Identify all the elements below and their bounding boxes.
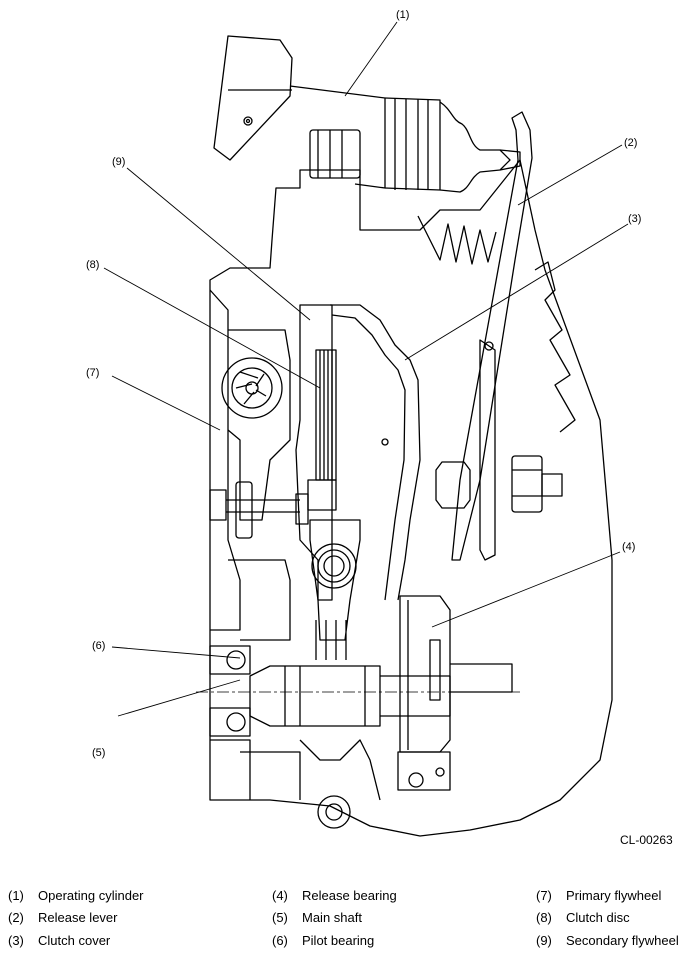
callout-8: (8) [86,259,99,271]
callout-1: (1) [396,9,409,21]
legend-label: Primary flywheel [566,888,662,903]
figure-id: CL-00263 [620,833,673,847]
callout-9: (9) [112,156,125,168]
transmission-housing [209,159,613,837]
legend-num: (6) [272,933,288,948]
lower-flywheel-section [210,739,381,801]
legend-num: (4) [272,888,288,903]
callout-3: (3) [628,213,641,225]
legend-item-release-lever: (2) Release lever [8,910,118,925]
legend-label: Main shaft [302,910,362,925]
legend-label: Clutch cover [38,933,111,948]
legend-label: Release lever [38,910,118,925]
legend-label: Release bearing [302,888,397,903]
legend-item-clutch-cover: (3) Clutch cover [8,933,110,948]
clutch-hub [309,519,361,660]
parts-legend: (1) Operating cylinder (2) Release lever (… [0,884,694,954]
return-spring [417,215,497,265]
legend-label: Clutch disc [566,910,630,925]
pilot-bearing [209,645,251,737]
leader-lines [103,21,629,717]
legend-item-operating-cylinder: (1) Operating cylinder [8,888,144,903]
primary-flywheel [209,289,309,641]
callout-6: (6) [92,640,105,652]
legend-item-primary-flywheel: (7) Primary flywheel [536,888,661,903]
main-shaft [249,663,513,727]
pivot-bolt [435,455,563,513]
callout-2: (2) [624,137,637,149]
operating-cylinder [213,35,521,193]
release-lever [451,111,533,561]
legend-item-secondary-flywheel: (9) Secondary flywheel [536,933,679,948]
legend-num: (2) [8,910,24,925]
callout-4: (4) [622,541,635,553]
legend-num: (8) [536,910,552,925]
legend-item-main-shaft: (5) Main shaft [272,910,362,925]
housing-fins [534,261,576,433]
legend-label: Operating cylinder [38,888,144,903]
legend-num: (9) [536,933,552,948]
legend-label: Secondary flywheel [566,933,679,948]
legend-num: (5) [272,910,288,925]
legend-num: (3) [8,933,24,948]
legend-num: (1) [8,888,24,903]
legend-num: (7) [536,888,552,903]
legend-item-release-bearing: (4) Release bearing [272,888,397,903]
legend-item-pilot-bearing: (6) Pilot bearing [272,933,374,948]
callout-5: (5) [92,747,105,759]
legend-item-clutch-disc: (8) Clutch disc [536,910,630,925]
legend-label: Pilot bearing [302,933,375,948]
callout-7: (7) [86,367,99,379]
clutch-cross-section-diagram: (1) (2) (3) (4) (5) (6) (7) (8) (9) [86,9,641,837]
damper-spring [311,543,357,829]
clutch-cover [330,304,421,601]
release-bearing [397,595,451,791]
